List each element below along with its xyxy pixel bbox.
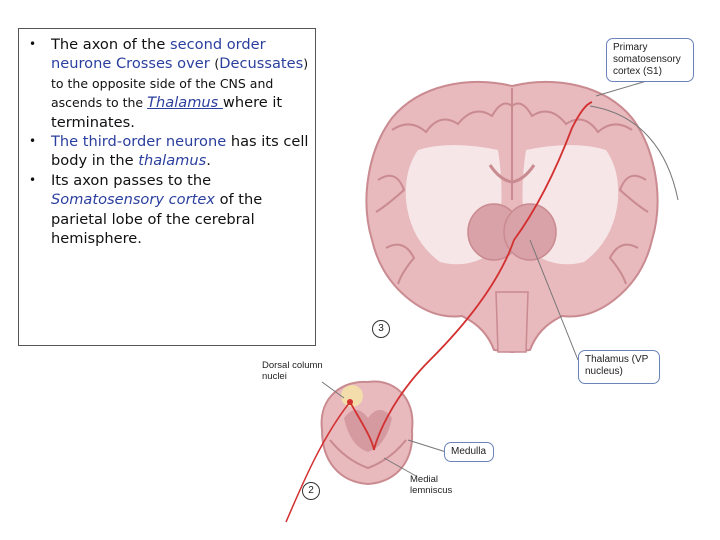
cortex-label: Primary somatosensory cortex (S1) (613, 42, 681, 77)
step-2-marker: 2 (302, 482, 320, 500)
medial-lemniscus-label: Medial lemniscus (410, 474, 470, 496)
thalamus-callout: Thalamus (VP nucleus) (578, 350, 660, 384)
brain-coronal-section (366, 82, 657, 352)
medulla-label: Medulla (451, 446, 486, 457)
medulla-callout: Medulla (444, 442, 494, 462)
dorsal-column-label: Dorsal column nuclei (262, 360, 326, 382)
thalamus-label: Thalamus (VP nucleus) (585, 354, 648, 377)
step-3-marker: 3 (372, 320, 390, 338)
cortex-callout: Primary somatosensory cortex (S1) (606, 38, 694, 82)
